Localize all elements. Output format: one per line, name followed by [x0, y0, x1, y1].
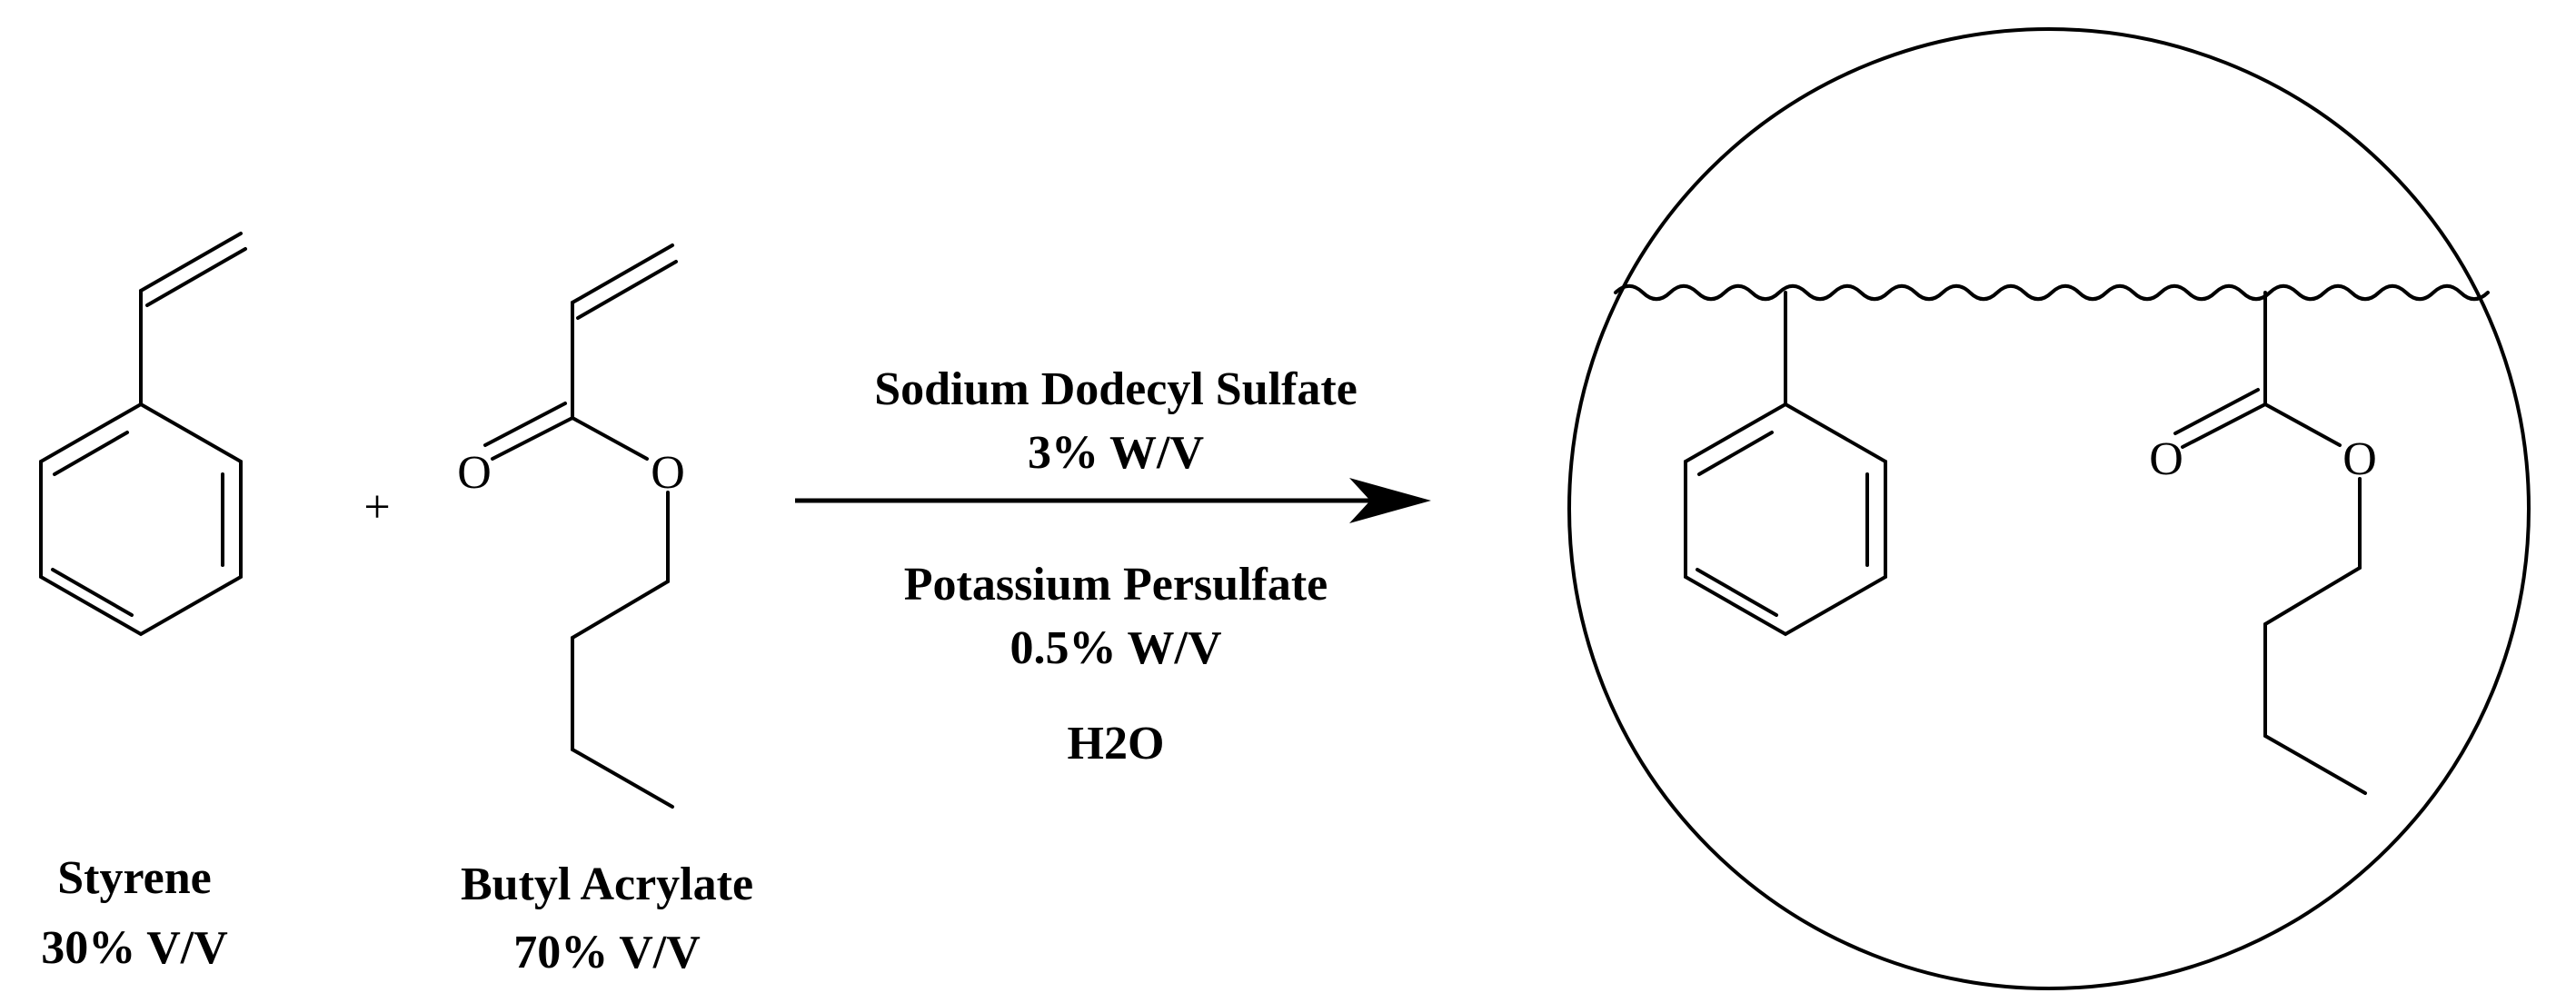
- ester-oxygen-label: O: [651, 447, 685, 499]
- styrene-amount: 30% V/V: [41, 922, 228, 974]
- initiator-name: Potassium Persulfate: [904, 559, 1328, 611]
- initiator-amount: 0.5% W/V: [1010, 622, 1221, 674]
- product-zoom-circle: [1567, 27, 2531, 990]
- carbonyl-oxygen-label: O: [457, 447, 492, 499]
- styrene-repeat-unit: [1684, 291, 1887, 637]
- plus-sign: +: [363, 482, 390, 533]
- reaction-arrow: [795, 478, 1431, 523]
- butyl-acrylate-amount: 70% V/V: [513, 927, 701, 978]
- polymer-backbone: [1614, 283, 2490, 302]
- styrene-name: Styrene: [57, 852, 211, 904]
- butyl-acrylate-name: Butyl Acrylate: [461, 859, 753, 910]
- butyl-acrylate-structure: O O: [457, 243, 685, 809]
- product-carbonyl-oxygen-label: O: [2149, 433, 2183, 485]
- product-ester-oxygen-label: O: [2342, 433, 2377, 485]
- surfactant-name: Sodium Dodecyl Sulfate: [874, 363, 1358, 415]
- styrene-structure: [39, 232, 247, 637]
- butyl-acrylate-repeat-unit: O O: [2149, 291, 2377, 795]
- surfactant-amount: 3% W/V: [1028, 427, 1204, 479]
- solvent-label: H2O: [1068, 718, 1165, 770]
